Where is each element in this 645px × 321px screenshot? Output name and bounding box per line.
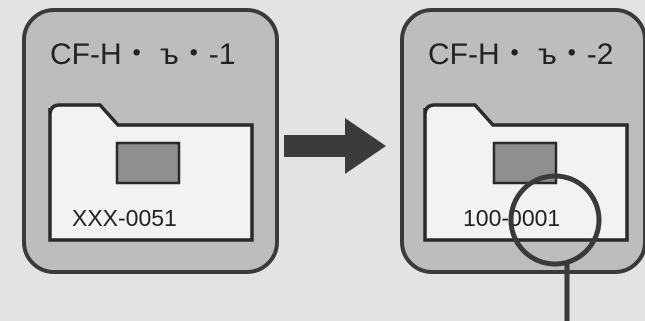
folder-icon xyxy=(48,103,254,242)
card-2-title: CF-H・ ъ・-2 xyxy=(428,38,613,71)
card-1-folder-label: XXX-0051 xyxy=(72,205,177,231)
card-1-title: CF-H・ ъ・-1 xyxy=(50,38,235,71)
memory-card-2: CF-H・ ъ・-2 100-0001 xyxy=(400,8,645,321)
right-arrow-icon xyxy=(284,118,386,174)
memory-card-1: CF-H・ ъ・-1 XXX-0051 xyxy=(22,8,279,274)
image-file-icon xyxy=(115,141,181,185)
callout-circle-icon xyxy=(508,173,602,321)
